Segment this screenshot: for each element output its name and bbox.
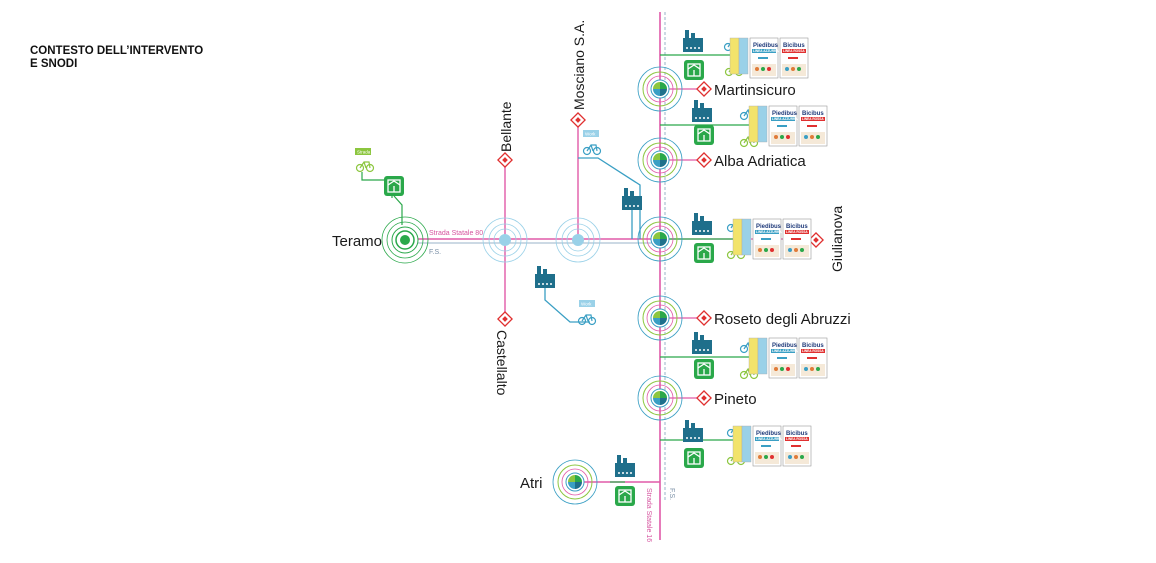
title-line-1: CONTESTO DELL’INTERVENTO [30,45,204,57]
factory-icon [535,266,555,288]
school-cards-giulianova: Piedibus Bicibus LINEA AZZURRA LINEA ROS… [732,218,812,260]
tag-strada: Strada [355,148,371,155]
svg-text:Piedibus: Piedibus [756,431,782,437]
factory-icon [692,100,712,122]
svg-text:LINEA ROSSA: LINEA ROSSA [802,349,824,353]
hub-icon [683,59,705,81]
svg-text:Piedibus: Piedibus [772,343,798,349]
hub-icon [614,485,636,507]
marker-bellante [497,152,513,168]
bike-routes [544,157,641,323]
label-ss80: Strada Statale 80 [429,230,483,237]
bicycle-icon [577,314,597,326]
svg-text:Strada: Strada [357,150,371,155]
hub-icon [383,175,405,197]
marker-alba [696,152,712,168]
svg-text:Bicibus: Bicibus [802,111,824,117]
bicycle-icon [582,144,602,156]
svg-text:Piedibus: Piedibus [756,224,782,230]
label-alba-adriatica: Alba Adriatica [714,153,806,170]
node-teramo [381,216,429,264]
hub-icon [683,447,705,469]
label-fs-west: F.S. [429,249,441,256]
marker-pineto [696,390,712,406]
marker-castellalto [497,311,513,327]
label-bellante: Bellante [498,101,514,152]
factory-icon [683,420,703,442]
svg-text:Piedibus: Piedibus [772,111,798,117]
hub-icon [693,124,715,146]
factory-icon [692,332,712,354]
label-teramo: Teramo [332,233,382,250]
label-martinsicuro: Martinsicuro [714,82,796,99]
hub-icon [693,358,715,380]
label-fs-south: F.S. [668,488,675,500]
tag-work-south: Work [579,300,595,307]
factory-icon [615,455,635,477]
svg-text:LINEA ROSSA: LINEA ROSSA [783,49,805,53]
svg-text:LINEA AZZURRA: LINEA AZZURRA [756,230,782,234]
school-cards-martinsicuro: Piedibus Bicibus LINEA AZZURRA LINEA ROS… [729,37,809,79]
tag-work-north: Work [583,130,599,137]
green-routes [361,54,750,483]
label-mosciano: Mosciano S.A. [571,20,587,110]
node-bellante-junction [482,217,528,263]
svg-text:Bicibus: Bicibus [786,224,808,230]
svg-text:LINEA ROSSA: LINEA ROSSA [786,230,808,234]
factory-icon [692,213,712,235]
label-giulianova: Giulianova [829,206,845,272]
svg-text:LINEA AZZURRA: LINEA AZZURRA [772,349,798,353]
label-pineto: Pineto [714,391,757,408]
svg-text:LINEA AZZURRA: LINEA AZZURRA [753,49,779,53]
svg-text:LINEA ROSSA: LINEA ROSSA [786,437,808,441]
marker-roseto [696,310,712,326]
svg-text:Bicibus: Bicibus [802,343,824,349]
school-cards-roseto: Piedibus Bicibus LINEA AZZURRA LINEA ROS… [748,337,828,379]
school-cards-pineto: Piedibus Bicibus LINEA AZZURRA LINEA ROS… [732,425,812,467]
svg-text:Work: Work [581,302,592,307]
svg-text:LINEA AZZURRA: LINEA AZZURRA [772,117,798,121]
title-line-2: E SNODI [30,58,78,70]
svg-text:LINEA ROSSA: LINEA ROSSA [802,117,824,121]
svg-text:LINEA AZZURRA: LINEA AZZURRA [756,437,782,441]
factory-icon [683,30,703,52]
factory-icon [622,188,642,210]
node-mosciano-junction [555,217,601,263]
label-atri: Atri [520,475,543,492]
hub-icon [693,242,715,264]
svg-text:Piedibus: Piedibus [753,43,779,49]
marker-mosciano [570,112,586,128]
svg-text:Work: Work [585,132,596,137]
page-title: CONTESTO DELL’INTERVENTO E SNODI [30,45,203,71]
bicycle-icon [355,161,375,173]
label-castellalto: Castellalto [494,330,510,396]
label-roseto: Roseto degli Abruzzi [714,311,851,328]
svg-text:Bicibus: Bicibus [783,43,805,49]
label-ss16: Strada Statale 16 [645,488,652,542]
school-cards-alba: Piedibus Bicibus LINEA AZZURRA LINEA ROS… [748,105,828,147]
svg-text:Bicibus: Bicibus [786,431,808,437]
marker-martinsicuro [696,81,712,97]
